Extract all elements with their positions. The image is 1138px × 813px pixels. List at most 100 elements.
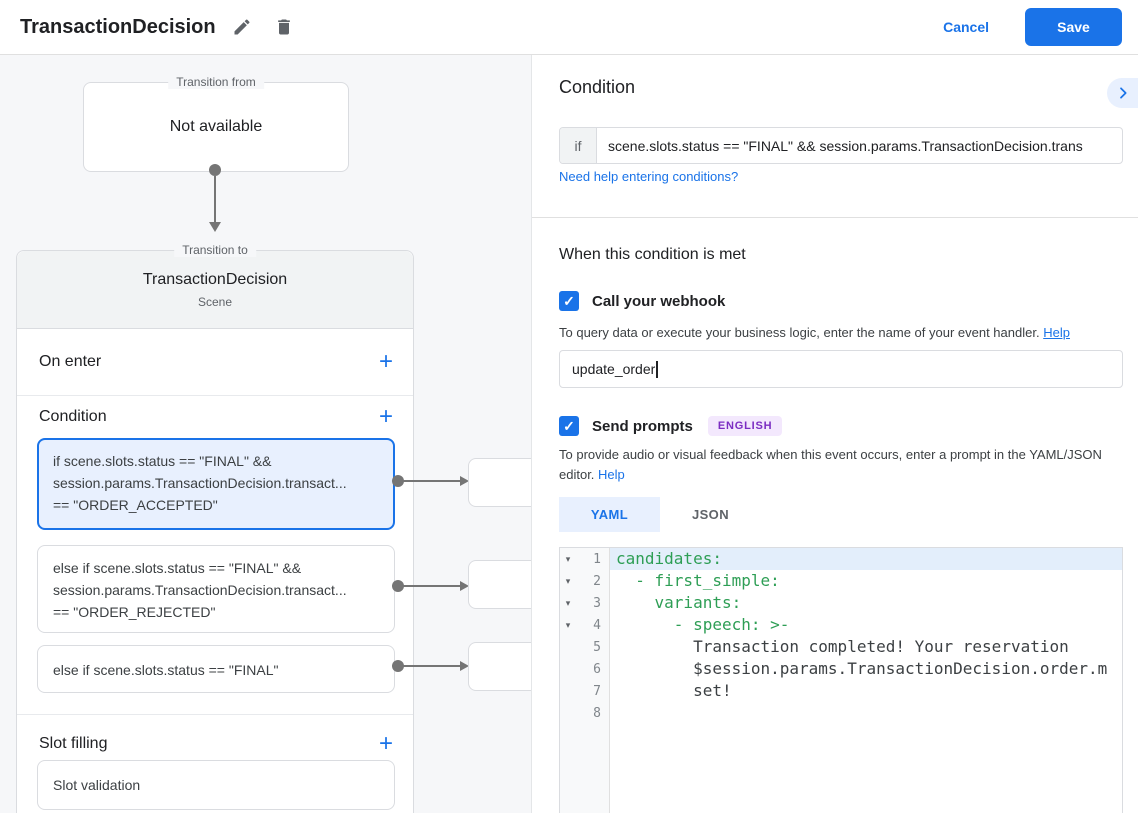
yaml-code-editor[interactable]: ▾ 1 candidates: ▾ 2 - first_simple: ▾ 3 … (559, 547, 1123, 813)
condition-text-line: == "ORDER_REJECTED" (53, 604, 216, 620)
on-enter-section: On enter + (17, 329, 413, 396)
save-button[interactable]: Save (1025, 8, 1122, 46)
condition-label: Condition (39, 408, 107, 425)
panel-title: Condition (559, 77, 636, 97)
conditions-help-link[interactable]: Need help entering conditions? (559, 169, 739, 184)
arrow-right-icon (460, 661, 469, 671)
webhook-checkbox[interactable]: ✓ (559, 291, 579, 311)
text-cursor (656, 360, 658, 378)
fold-icon[interactable]: ▾ (565, 553, 571, 564)
connector-line (398, 480, 460, 482)
scene-header: TransactionDecision Scene (17, 251, 413, 329)
code-line[interactable]: $session.params.TransactionDecision.orde… (616, 659, 1108, 678)
editor-line: 5 Transaction completed! Your reservatio… (560, 636, 1122, 658)
line-number: 3 (593, 595, 601, 611)
trash-icon (274, 17, 294, 37)
condition-text-line: if scene.slots.status == "FINAL" && (53, 453, 272, 469)
transition-from-message: Not available (169, 118, 263, 135)
delete-scene-button[interactable] (268, 11, 300, 43)
on-enter-label: On enter (39, 353, 102, 370)
condition-card-selected[interactable]: if scene.slots.status == "FINAL" && sess… (37, 438, 395, 530)
prompts-help-link[interactable]: Help (598, 467, 625, 482)
condition-card[interactable]: else if scene.slots.status == "FINAL" (37, 645, 395, 693)
code-line[interactable] (610, 702, 1122, 724)
connector-line (398, 585, 460, 587)
if-prefix: if (560, 128, 597, 163)
editor-line: ▾ 1 candidates: (560, 548, 1122, 570)
editor-line: 8 (560, 702, 1122, 724)
code-line[interactable]: - first_simple: (616, 571, 780, 590)
page-title: TransactionDecision (20, 15, 216, 38)
line-number: 8 (593, 705, 601, 721)
tab-json[interactable]: JSON (691, 507, 729, 522)
add-condition-button[interactable]: + (378, 403, 393, 430)
line-number: 5 (593, 639, 601, 655)
slot-filling-section: Slot filling + Slot validation (17, 715, 413, 810)
condition-section: Condition + if scene.slots.status == "FI… (17, 396, 413, 715)
condition-card[interactable]: else if scene.slots.status == "FINAL" &&… (37, 545, 395, 633)
slot-validation-card[interactable]: Slot validation (37, 760, 395, 810)
editor-line: 6 $session.params.TransactionDecision.or… (560, 658, 1122, 680)
line-number: 7 (593, 683, 601, 699)
transition-to-legend: Transition to (174, 243, 256, 257)
webhook-checkbox-row: ✓ Call your webhook (559, 291, 725, 311)
arrow-right-icon (460, 476, 469, 486)
line-number: 4 (593, 617, 601, 633)
add-on-enter-button[interactable]: + (378, 348, 393, 375)
transition-target-box[interactable] (468, 458, 531, 507)
tab-yaml[interactable]: YAML (559, 497, 660, 532)
editor-line: ▾ 2 - first_simple: (560, 570, 1122, 592)
event-handler-input[interactable]: update_order (559, 350, 1123, 388)
condition-expression-row: if scene.slots.status == "FINAL" && sess… (559, 127, 1123, 164)
editor-line: ▾ 4 - speech: >- (560, 614, 1122, 636)
prompts-description-text: To provide audio or visual feedback when… (559, 447, 1102, 482)
line-number: 2 (593, 573, 601, 589)
webhook-help-link[interactable]: Help (1043, 325, 1070, 340)
connector-dot (209, 164, 221, 176)
fold-icon[interactable]: ▾ (565, 575, 571, 586)
webhook-description-text: To query data or execute your business l… (559, 325, 1040, 340)
check-icon: ✓ (563, 292, 575, 309)
cancel-button[interactable]: Cancel (937, 18, 995, 36)
prompts-checkbox-row: ✓ Send prompts ENGLISH (559, 416, 783, 436)
editor-gutter (560, 548, 610, 813)
condition-text-line: session.params.TransactionDecision.trans… (53, 475, 347, 491)
code-line[interactable]: candidates: (610, 548, 1122, 570)
condition-text-line: == "ORDER_ACCEPTED" (53, 497, 218, 513)
arrow-right-icon (460, 581, 469, 591)
code-line[interactable]: - speech: >- (616, 615, 790, 634)
code-line[interactable]: variants: (616, 593, 742, 612)
transition-to-card: Transition to TransactionDecision Scene … (16, 243, 414, 813)
send-prompts-label: Send prompts (592, 417, 693, 435)
when-met-heading: When this condition is met (559, 246, 746, 263)
condition-expression-input[interactable]: scene.slots.status == "FINAL" && session… (608, 137, 1083, 154)
collapse-panel-button[interactable] (1107, 78, 1138, 108)
section-divider (532, 217, 1138, 218)
editor-line: ▾ 3 variants: (560, 592, 1122, 614)
code-line[interactable]: Transaction completed! Your reservation (616, 637, 1069, 656)
transition-target-box[interactable] (468, 642, 531, 691)
add-slot-button[interactable]: + (378, 729, 393, 757)
webhook-label: Call your webhook (592, 292, 726, 310)
edit-title-button[interactable] (226, 11, 258, 43)
prompts-description: To provide audio or visual feedback when… (559, 445, 1115, 485)
check-icon: ✓ (563, 417, 575, 434)
condition-text-line: session.params.TransactionDecision.trans… (53, 582, 347, 598)
transition-from-box: Transition from Not available (83, 75, 349, 172)
topbar: TransactionDecision Cancel Save (0, 0, 1138, 55)
arrow-down-icon (209, 222, 221, 232)
condition-text-line: else if scene.slots.status == "FINAL" && (53, 560, 302, 576)
send-prompts-checkbox[interactable]: ✓ (559, 416, 579, 436)
scene-flow-canvas: Transition from Not available Transition… (0, 55, 531, 813)
webhook-description: To query data or execute your business l… (559, 323, 1129, 343)
fold-icon[interactable]: ▾ (565, 619, 571, 630)
language-badge: ENGLISH (707, 416, 783, 436)
transition-target-box[interactable] (468, 560, 531, 609)
line-number: 6 (593, 661, 601, 677)
condition-editor-panel: Condition if scene.slots.status == "FINA… (531, 55, 1138, 813)
transition-from-legend: Transition from (168, 75, 264, 89)
code-line[interactable]: set! (616, 681, 732, 700)
connector-line (214, 176, 216, 222)
slot-card-label: Slot validation (53, 777, 141, 793)
fold-icon[interactable]: ▾ (565, 597, 571, 608)
